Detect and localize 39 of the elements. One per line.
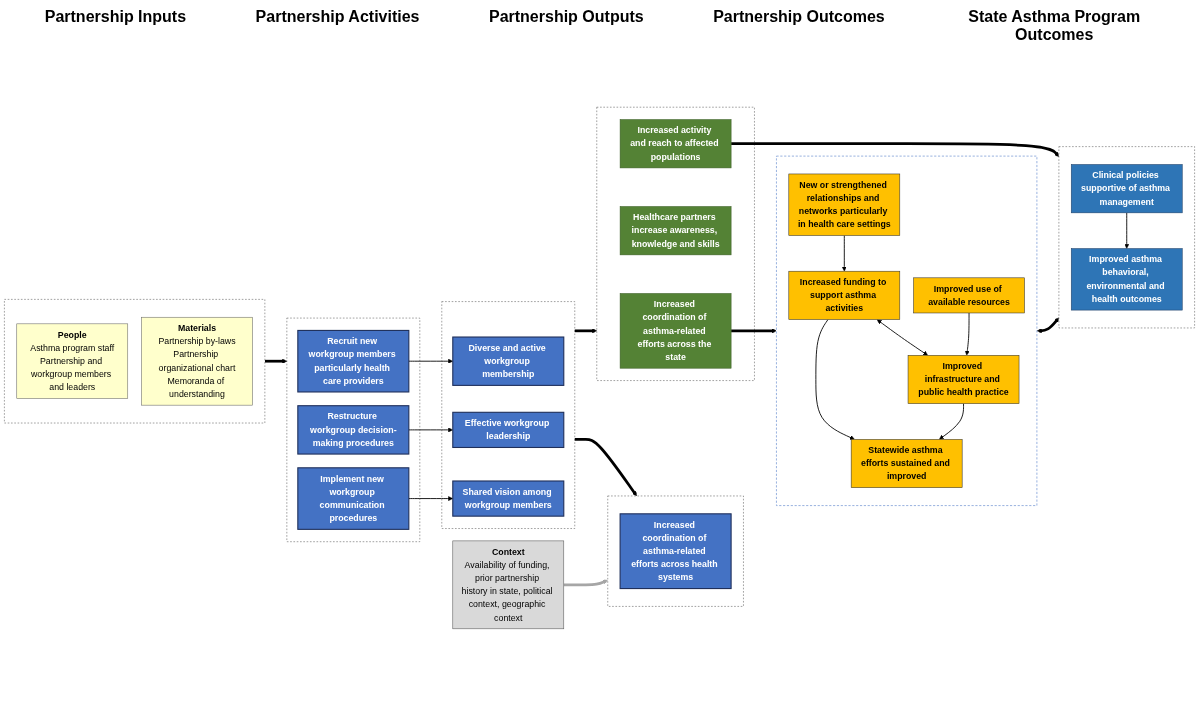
node-box: Shared vision among workgroup members [452,480,565,517]
cluster [286,317,421,542]
node-box: Context Availability of funding, prior partnership history in state, political context, geographic context [452,540,565,630]
node-box: Effective workgroup leadership [452,411,565,449]
node-box: Clinical policies supportive of asthma management [1070,164,1183,214]
cluster [596,106,755,381]
cluster [776,155,1038,506]
node-box: Increased funding to support asthma activities [788,270,901,320]
arrow [563,579,608,587]
node-box: Statewide asthma efforts sustained and improved [850,439,963,488]
node-box: Increased activity and reach to affected populations [619,119,732,169]
column-heading: Partnership Inputs [44,8,187,27]
cluster [607,495,744,607]
node-box: Improved use of available resources [913,277,1025,314]
node-box: Diverse and active workgroup membership [452,336,565,386]
node-box: Improved infrastructure and public health practice [907,355,1020,404]
arrow [264,358,288,364]
arrow [574,328,597,334]
node-box: Materials Partnership by-laws Partnership organizational chart Memoranda of understanding [141,316,253,406]
arrow [731,328,777,334]
node-box: Restructure workgroup decision-making procedures [297,405,410,455]
node-box: People Asthma program staff Partnership and workgroup members and leaders [16,323,129,399]
node-box: New or strengthened relationships and networks particularly in health care settings [788,173,901,236]
column-heading: Partnership Outputs [488,8,644,27]
arrow [731,142,1060,157]
node-box: Implement new workgroup communication procedures [297,467,410,530]
column-heading: Partnership Outcomes [713,8,885,27]
node-box: Recruit new workgroup members particularly health care providers [297,329,410,393]
cluster [1058,146,1195,329]
cluster [441,301,576,529]
arrow [1036,317,1060,334]
arrow [574,438,637,497]
column-heading: Partnership Activities [255,8,420,27]
node-box: Increased coordination of asthma-related efforts across health systems [619,513,732,590]
node-box: Healthcare partners increase awareness, knowledge and skills [619,206,732,256]
column-heading: State Asthma Program Outcomes [967,8,1142,44]
node-box: Increased coordination of asthma-related efforts across the state [619,293,732,369]
cluster [4,299,266,424]
node-box: Improved asthma behavioral, environmental and health outcomes [1070,248,1183,311]
